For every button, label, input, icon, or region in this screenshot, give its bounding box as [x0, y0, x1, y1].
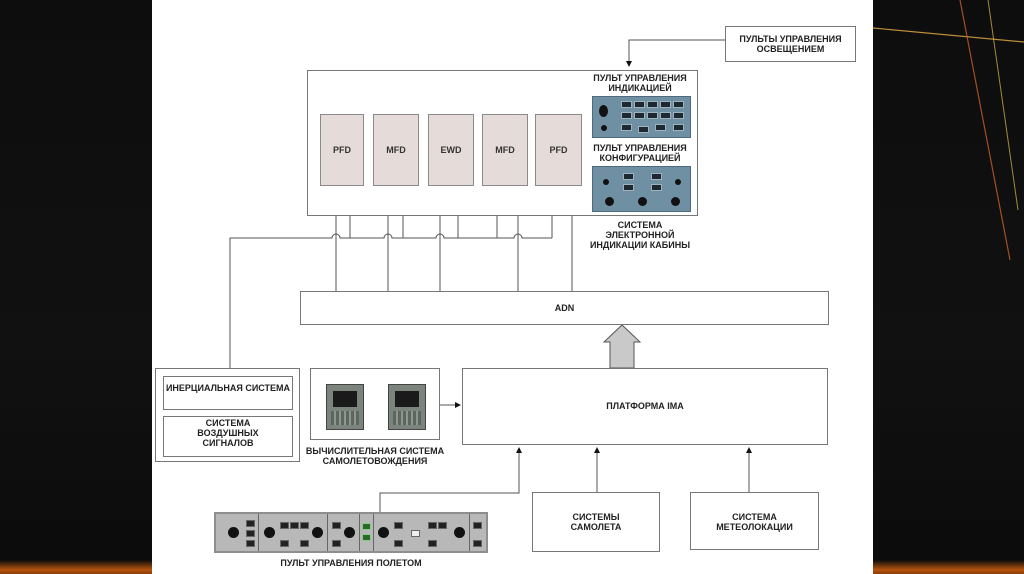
weather-radar-box — [690, 492, 819, 550]
aircraft-systems-box — [532, 492, 660, 552]
configuration-control-panel-image — [592, 166, 691, 212]
adn-bus-box — [300, 291, 829, 325]
display-pfd-right: PFD — [535, 114, 582, 186]
flight-management-label: ВЫЧИСЛИТЕЛЬНАЯ СИСТЕМА САМОЛЕТОВОЖДЕНИЯ — [305, 446, 445, 466]
accent-line — [872, 27, 1024, 43]
fms-unit-image — [326, 384, 364, 430]
flight-control-panel-label: ПУЛЬТ УПРАВЛЕНИЯ ПОЛЕТОМ — [280, 558, 422, 568]
fms-unit-image — [388, 384, 426, 430]
inertial-system-label: ИНЕРЦИАЛЬНАЯ СИСТЕМА — [165, 383, 291, 393]
display-mfd-left: MFD — [373, 114, 419, 186]
air-data-system-label: СИСТЕМА ВОЗДУШНЫХ СИГНАЛОВ — [197, 418, 259, 448]
display-ewd: EWD — [428, 114, 474, 186]
lighting-panels-label: ПУЛЬТЫ УПРАВЛЕНИЯ ОСВЕЩЕНИЕМ — [739, 34, 842, 54]
flight-management-box — [310, 368, 440, 440]
flight-control-panel-image — [214, 512, 488, 553]
slide-content: ПУЛЬТЫ УПРАВЛЕНИЯ ОСВЕЩЕНИЕМ PFD MFD EWD… — [152, 0, 873, 574]
display-control-panel-label: ПУЛЬТ УПРАВЛЕНИЯ ИНДИКАЦИЕЙ — [593, 73, 687, 93]
weather-radar-label: СИСТЕМА МЕТЕОЛОКАЦИИ — [716, 512, 793, 532]
slide-background-right — [873, 0, 1024, 574]
ima-platform-label: ПЛАТФОРМА IMA — [606, 401, 684, 411]
accent-line — [959, 0, 1011, 261]
inertial-system-box — [163, 376, 293, 410]
display-pfd-left: PFD — [320, 114, 364, 186]
adn-bus-label: ADN — [554, 303, 575, 313]
display-mfd-right: MFD — [482, 114, 528, 186]
connector-lighting-to-cds — [626, 39, 725, 67]
ima-to-adn-arrow — [602, 324, 642, 369]
connector-sensor-bus — [229, 233, 552, 368]
ima-platform-box — [462, 368, 828, 445]
lighting-panels-box — [725, 26, 856, 62]
air-data-system-box — [163, 416, 293, 457]
aircraft-systems-label: СИСТЕМЫ САМОЛЕТА — [570, 512, 622, 532]
slide-background-left — [0, 0, 152, 574]
accent-line — [987, 0, 1019, 211]
display-control-panel-image — [592, 96, 691, 138]
connector-fcu-to-ima — [379, 447, 522, 512]
cockpit-display-system-label: СИСТЕМА ЭЛЕКТРОННОЙ ИНДИКАЦИИ КАБИНЫ — [589, 220, 691, 250]
configuration-control-panel-label: ПУЛЬТ УПРАВЛЕНИЯ КОНФИГУРАЦИЕЙ — [593, 143, 687, 163]
